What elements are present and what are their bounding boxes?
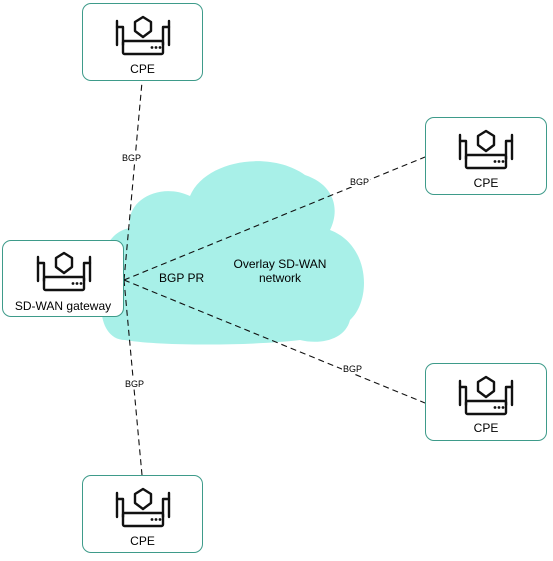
link-gateway-cpe-right-top xyxy=(123,156,426,281)
router-icon xyxy=(115,15,171,56)
router-icon xyxy=(115,487,171,528)
overlay-network-label-line2: network xyxy=(258,271,302,285)
router-icon xyxy=(458,375,514,416)
overlay-network-label-line1: Overlay SD-WAN xyxy=(233,257,327,271)
edge-label-top: BGP xyxy=(121,153,143,163)
cpe-node-right-bottom[interactable]: CPE xyxy=(425,363,547,441)
sdwan-gateway-label: SD-WAN gateway xyxy=(14,299,112,313)
cpe-top-label: CPE xyxy=(130,62,155,76)
cpe-right-top-label: CPE xyxy=(473,176,499,190)
router-icon xyxy=(36,251,92,292)
router-icon xyxy=(458,129,514,170)
overlay-network-cloud xyxy=(101,161,364,345)
cpe-node-top[interactable]: CPE xyxy=(82,3,203,81)
edge-label-bottom: BGP xyxy=(124,379,146,389)
link-gateway-cpe-right-bottom xyxy=(123,279,426,404)
cpe-node-bottom[interactable]: CPE xyxy=(82,475,203,553)
cpe-right-bottom-label: CPE xyxy=(473,421,499,435)
link-gateway-cpe-bottom xyxy=(123,279,143,476)
cpe-bottom-label: CPE xyxy=(130,534,155,548)
edge-label-right-bottom: BGP xyxy=(342,364,364,374)
link-gateway-cpe-top xyxy=(123,81,143,281)
cpe-node-right-top[interactable]: CPE xyxy=(425,117,547,195)
overlay-network-label: Overlay SD-WAN network xyxy=(222,257,338,285)
bgp-rr-label: BGP PR xyxy=(159,271,205,285)
edge-label-right-top: BGP xyxy=(349,177,371,187)
sdwan-gateway-node[interactable]: SD-WAN gateway xyxy=(2,240,124,317)
